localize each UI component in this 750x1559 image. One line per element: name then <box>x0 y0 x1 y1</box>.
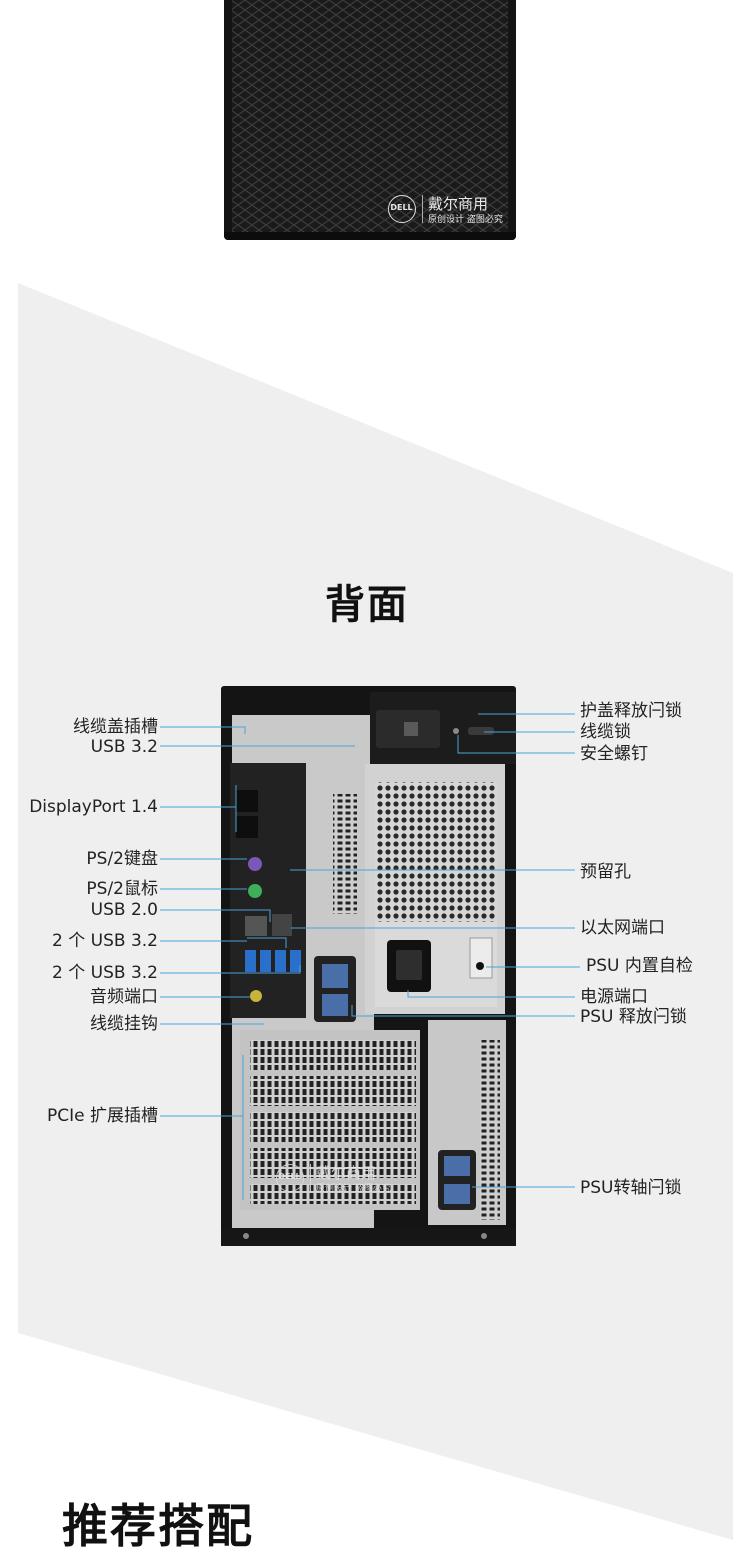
label-ps2-mouse: PS/2鼠标 <box>86 879 158 899</box>
brand-divider <box>310 1164 311 1192</box>
dell-logo-icon: DELL <box>276 1164 304 1192</box>
front-case-image <box>224 0 516 240</box>
label-power-port: 电源端口 <box>580 987 648 1007</box>
label-cable-cover-slot: 线缆盖插槽 <box>73 717 158 737</box>
rear-brand-watermark: DELL 戴尔商用 原创设计 盗图必究 <box>276 1162 396 1196</box>
brand-name: 戴尔商用 <box>428 195 489 213</box>
brand-divider <box>422 195 423 223</box>
label-psu-self-test: PSU 内置自检 <box>586 956 693 976</box>
label-psu-hinge-latch: PSU转轴闩锁 <box>580 1178 682 1198</box>
label-ps2-keyboard: PS/2键盘 <box>86 849 158 869</box>
label-security-screw: 安全螺钉 <box>580 744 648 764</box>
label-displayport: DisplayPort 1.4 <box>29 797 158 817</box>
label-usb32-pair-1: 2 个 USB 3.2 <box>52 931 158 951</box>
label-reserved-hole: 预留孔 <box>580 862 631 882</box>
label-pcie-slots: PCIe 扩展插槽 <box>47 1106 158 1126</box>
label-cover-release-latch: 护盖释放闩锁 <box>580 701 682 721</box>
label-cable-lock: 线缆锁 <box>580 722 631 742</box>
brand-tagline: 原创设计 盗图必究 <box>316 1184 391 1194</box>
rear-section-title: 背面 <box>325 582 409 628</box>
label-usb32-top: USB 3.2 <box>90 737 158 757</box>
label-usb32-pair-2: 2 个 USB 3.2 <box>52 963 158 983</box>
label-ethernet-port: 以太网端口 <box>580 918 665 938</box>
label-psu-release-latch: PSU 释放闩锁 <box>580 1007 687 1027</box>
dell-logo-icon: DELL <box>388 195 416 223</box>
label-cable-hook: 线缆挂钩 <box>90 1014 158 1034</box>
front-brand-logo: DELL 戴尔商用 原创设计 盗图必究 <box>388 193 508 227</box>
label-audio-port: 音频端口 <box>90 987 158 1007</box>
recommended-section-title: 推荐搭配 <box>62 1499 254 1553</box>
brand-name: 戴尔商用 <box>316 1164 377 1182</box>
label-usb20: USB 2.0 <box>90 900 158 920</box>
dell-logo-text: DELL <box>390 203 413 212</box>
brand-tagline: 原创设计 盗图必究 <box>428 215 503 225</box>
dell-logo-text: DELL <box>278 1172 301 1181</box>
